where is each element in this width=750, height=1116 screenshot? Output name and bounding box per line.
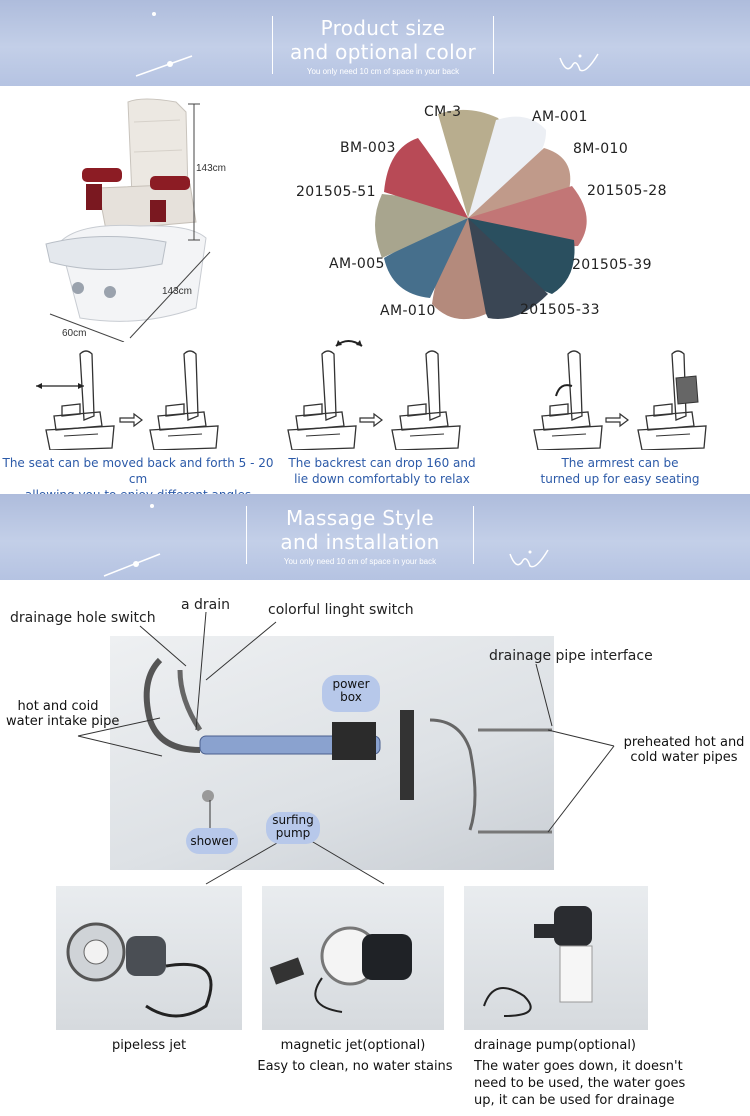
product-photo-drainage-pump (464, 886, 648, 1030)
banner-title-line1: Massage Style (285, 506, 435, 530)
banner-title-line1: Product size (320, 16, 446, 40)
product-desc-drainage-pump: The water goes down, it doesn't need to … (474, 1058, 714, 1109)
swatch-label-201505-39: 201505-39 (572, 257, 652, 273)
swatch-201505-33 (468, 218, 548, 319)
decor-dot (150, 504, 154, 508)
swatch-cm-3 (438, 109, 504, 218)
script-logo-icon (559, 53, 599, 72)
product-photo-pipeless-jet (56, 886, 242, 1030)
swatch-label-am-010: AM-010 (380, 303, 436, 319)
banner-product-size: Product size and optional color You only… (0, 0, 750, 86)
swatch-201505-39 (468, 218, 575, 294)
swatch-label-am-005: AM-005 (329, 256, 385, 272)
label-a-drain: a drain (181, 597, 231, 613)
banner-title-line2: and optional color (289, 40, 477, 64)
swatch-label-8m-010: 8M-010 (573, 141, 629, 157)
drainage-pump-desc-line3: up, it can be used for drainage (474, 1093, 675, 1108)
banner-massage-style: Massage Style and installation You only … (0, 494, 750, 580)
swatch-am-005 (384, 218, 468, 298)
product-name-drainage-pump: drainage pump(optional) (474, 1038, 636, 1053)
product-desc-magnetic-jet: Easy to clean, no water stains (257, 1059, 453, 1074)
swatch-label-201505-28: 201505-28 (587, 183, 667, 199)
dimension-lines (49, 103, 211, 342)
swatch-am-001 (468, 116, 547, 218)
swatch-label-201505-51: 201505-51 (296, 184, 376, 200)
label-hot-cold-intake-line2: water intake pipe (6, 714, 120, 729)
swatch-label-bm-003: BM-003 (340, 140, 396, 156)
feature-caption-backrest: The backrest can drop 160 and lie down c… (282, 455, 482, 487)
swatch-bm-003 (384, 138, 468, 218)
label-colorful-light-switch: colorful linght switch (268, 602, 414, 618)
dimension-width: 60cm (62, 328, 87, 339)
power-box-line1: power (332, 677, 370, 691)
script-logo-icon (509, 549, 549, 568)
product-photo-magnetic-jet (262, 886, 444, 1030)
drainage-pump-desc-line1: The water goes down, it doesn't (474, 1059, 683, 1074)
label-preheated-pipes: preheated hot and cold water pipes (620, 735, 748, 765)
label-drainage-hole-switch: drainage hole switch (10, 610, 156, 626)
swatch-label-am-001: AM-001 (532, 109, 588, 125)
dimension-height: 143cm (196, 163, 227, 174)
label-preheated-line1: preheated hot and (623, 735, 745, 750)
feature-illustrations (36, 340, 707, 450)
swatch-am-010 (432, 218, 486, 320)
feature-armrest-line1: The armrest can be (561, 456, 679, 470)
swoosh-line-icon (103, 553, 161, 577)
banner-subtitle: You only need 10 cm of space in your bac… (306, 67, 460, 76)
installation-pipes (77, 611, 615, 885)
swatch-label-201505-33: 201505-33 (520, 302, 600, 318)
bubble-shower: shower (186, 828, 238, 854)
label-preheated-line2: cold water pipes (630, 750, 738, 765)
magnetic-jet-icon (269, 926, 412, 1013)
drainage-pump-desc-line2: need to be used, the water goes (474, 1076, 686, 1091)
product-name-pipeless-jet: pipeless jet (111, 1038, 187, 1053)
pipeless-jet-icon (66, 922, 213, 1018)
banner-title-line2: and installation (280, 530, 440, 554)
pedicure-chair-image (45, 98, 207, 322)
shower-label: shower (190, 834, 234, 848)
surfing-pump-line1: surfing (272, 813, 314, 827)
product-name-magnetic-jet: magnetic jet(optional) (280, 1038, 426, 1053)
banner-title-frame: Massage Style and installation You only … (246, 506, 474, 566)
feature-backrest-line1: The backrest can drop 160 and (288, 456, 476, 470)
bubble-surfing-pump: surfing pump (266, 812, 320, 844)
color-swatch-cluster (375, 109, 587, 320)
label-hot-cold-intake: hot and coid water intake pipe (6, 699, 120, 729)
power-box-line2: box (340, 690, 362, 704)
feature-backrest-line2: lie down comfortably to relax (294, 472, 470, 486)
feature-caption-armrest: The armrest can be turned up for easy se… (522, 455, 718, 487)
drainage-pump-icon (483, 906, 593, 1017)
bubble-power-box: power box (322, 675, 380, 712)
decor-dot (152, 12, 156, 16)
surfing-pump-line2: pump (275, 826, 311, 840)
label-drainage-pipe-interface: drainage pipe interface (489, 648, 653, 664)
feature-armrest-line2: turned up for easy seating (540, 472, 700, 486)
label-hot-cold-intake-line1: hot and coid (17, 699, 99, 714)
feature-seat-line1: The seat can be moved back and forth 5 -… (2, 456, 274, 486)
swoosh-line-icon (135, 55, 193, 77)
banner-title-frame: Product size and optional color You only… (272, 16, 494, 76)
swatch-label-cm-3: CM-3 (424, 104, 462, 120)
banner-subtitle: You only need 10 cm of space in your bac… (283, 557, 437, 566)
dimension-depth: 143cm (162, 286, 193, 297)
